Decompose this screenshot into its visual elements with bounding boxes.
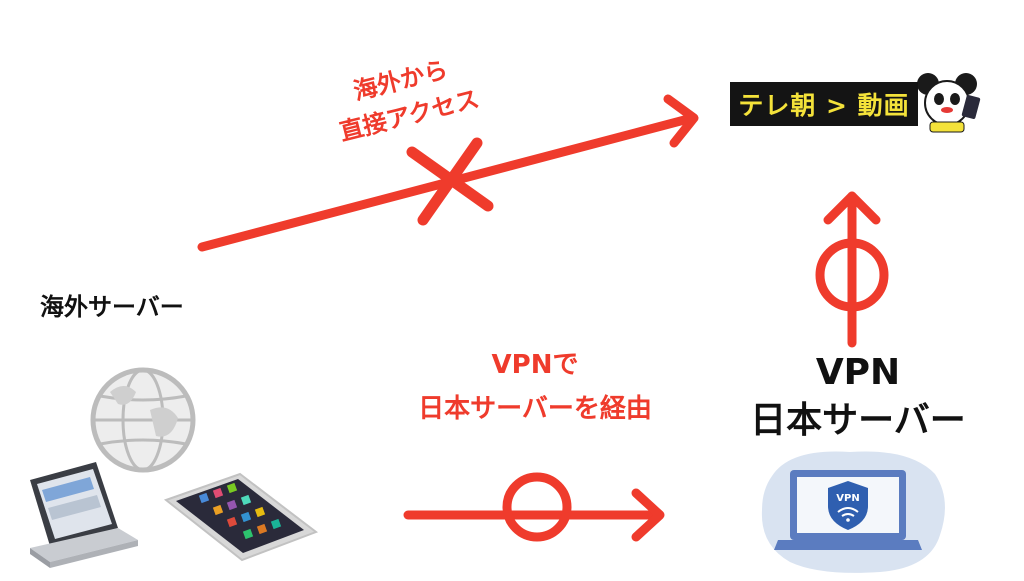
vpn-japan-server-label: VPN 日本サーバー — [738, 349, 978, 445]
mascot-icon — [917, 73, 981, 133]
x-mark-icon — [406, 137, 494, 226]
vpn-route-arrow — [403, 488, 665, 542]
vpn-server-label-line1: VPN — [815, 352, 901, 393]
laptop-icon — [30, 462, 138, 568]
vpn-server-label-line2: 日本サーバー — [750, 400, 966, 441]
vpn-route-label-line2: 日本サーバーを経由 — [418, 394, 652, 424]
logo-text: テレ朝 > 動画 — [738, 91, 910, 120]
vpn-up-arrow — [823, 191, 881, 348]
vpn-route-label-line1: VPNで — [491, 350, 579, 380]
shield-icon: VPN — [828, 481, 868, 530]
smartphone-icon — [163, 472, 319, 562]
vpn-route-label: VPNで 日本サーバーを経由 — [370, 343, 700, 431]
vpn-laptop-icon: VPN — [761, 451, 945, 573]
overseas-server-label: 海外サーバー — [40, 293, 184, 321]
shield-vpn-text: VPN — [836, 493, 859, 504]
circle-mark-icon — [815, 238, 889, 312]
circle-mark-icon — [502, 472, 572, 542]
tv-asahi-video-logo: テレ朝 > 動画 — [730, 82, 918, 126]
globe-icon — [90, 367, 196, 473]
